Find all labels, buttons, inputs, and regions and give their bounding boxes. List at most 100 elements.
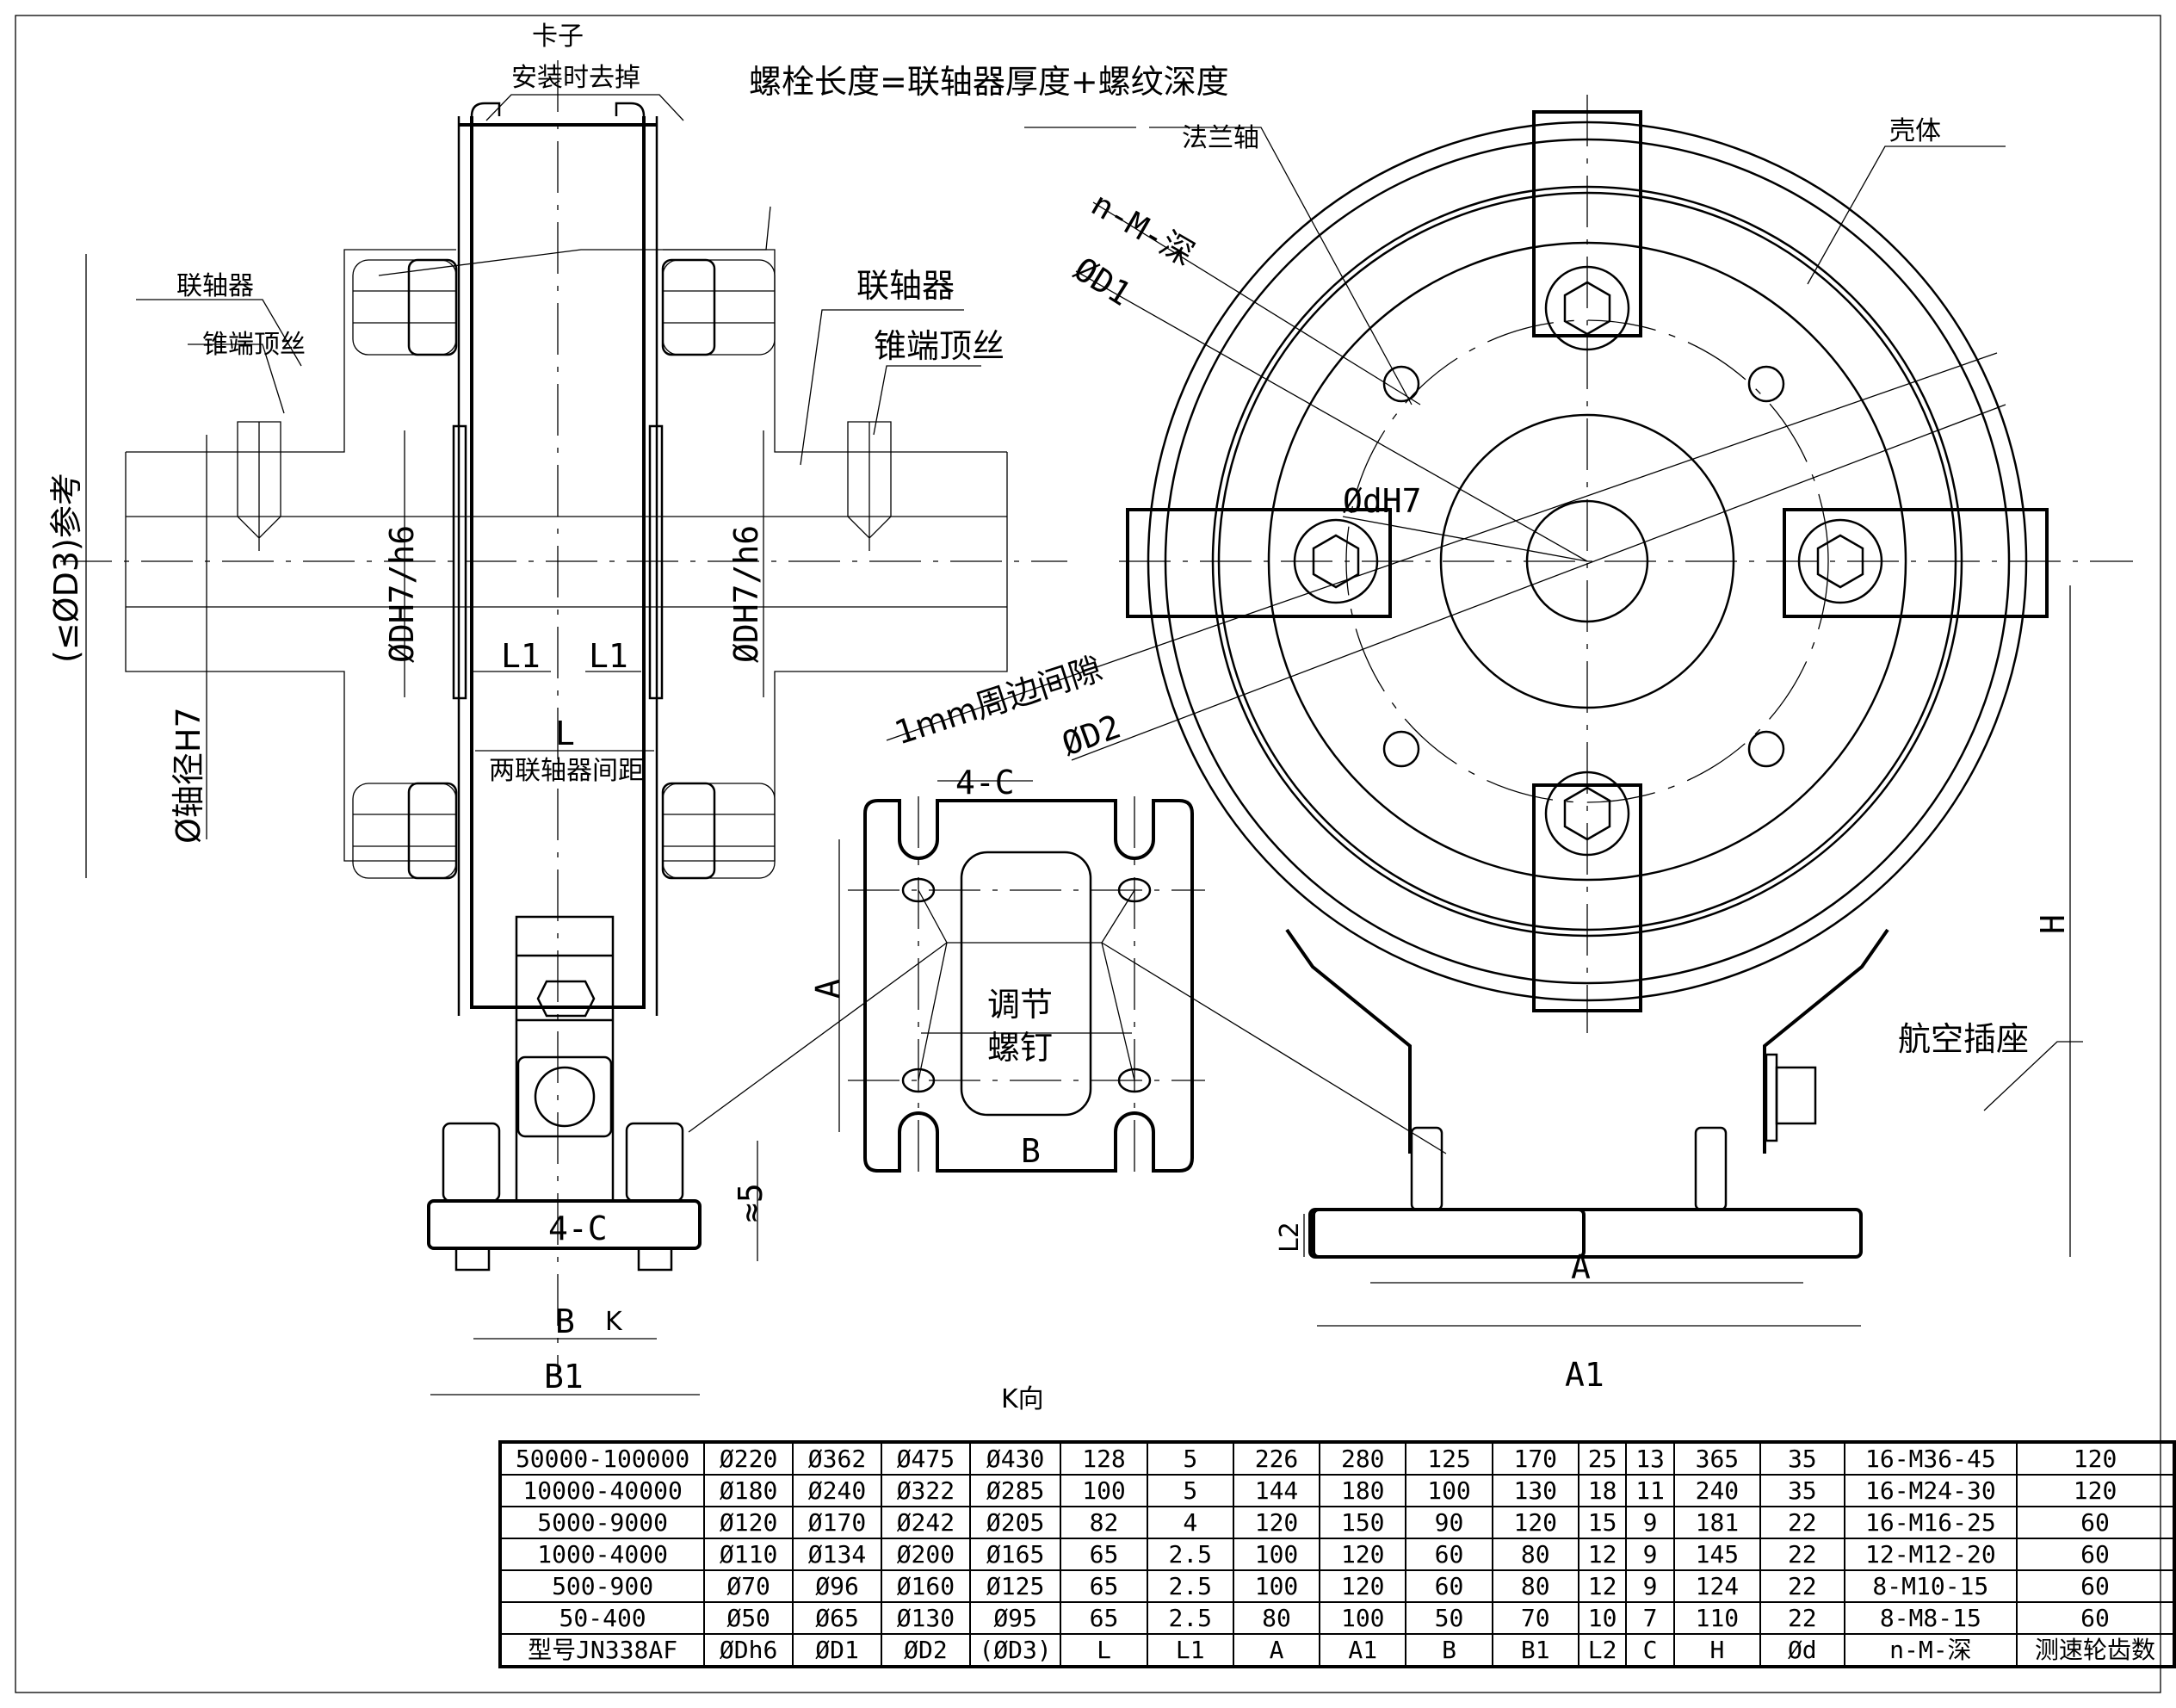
table-cell: 22 xyxy=(1759,1506,1845,1539)
table-cell: 280 xyxy=(1319,1441,1407,1476)
label-a-k: A xyxy=(809,979,847,999)
table-cell: B xyxy=(1405,1633,1493,1668)
label-adjust-screw-1: 调节 xyxy=(987,986,1053,1024)
table-cell: 365 xyxy=(1672,1441,1762,1476)
table-cell: 144 xyxy=(1232,1474,1321,1507)
flange-hole xyxy=(1747,730,1785,768)
setscrew-right xyxy=(847,421,892,551)
table-cell: L2 xyxy=(1577,1633,1628,1668)
label-l1-left: L1 xyxy=(501,637,541,675)
label-setscrew-right: 锥端顶丝 xyxy=(874,327,1005,365)
table-cell: B1 xyxy=(1491,1633,1579,1668)
table-cell: 8-M8-15 xyxy=(1843,1601,2018,1635)
flange-left xyxy=(452,424,467,700)
table-cell: 226 xyxy=(1232,1441,1321,1476)
table-cell: 65 xyxy=(1060,1538,1148,1571)
label-aviation-socket: 航空插座 xyxy=(1898,1020,2029,1058)
table-cell: 15 xyxy=(1577,1506,1628,1539)
table-cell: 10 xyxy=(1577,1601,1628,1635)
table-cell: 120 xyxy=(1232,1506,1321,1539)
table-cell: 12-M12-20 xyxy=(1843,1538,2018,1571)
table-cell: Ø242 xyxy=(880,1506,971,1539)
table-cell: 70 xyxy=(1491,1601,1579,1635)
label-bolt-formula: 螺栓长度=联轴器厚度+螺纹深度 xyxy=(749,63,1229,101)
base-plate-front xyxy=(1308,1208,1586,1259)
table-cell: Ø70 xyxy=(703,1569,794,1603)
label-h: H xyxy=(2034,914,2072,934)
table-cell: A1 xyxy=(1319,1633,1407,1668)
table-cell: 7 xyxy=(1625,1601,1675,1635)
adjust-nut-left xyxy=(1410,1126,1443,1211)
table-cell: Ø180 xyxy=(703,1474,794,1507)
connector-icon xyxy=(534,1066,596,1128)
bolt-bottom-right xyxy=(661,782,776,880)
label-housing: 壳体 xyxy=(1889,116,1941,146)
flange-hole xyxy=(1382,365,1420,403)
clamp-right xyxy=(1783,508,2049,618)
table-cell: Ø160 xyxy=(880,1569,971,1603)
table-cell: 50000-100000 xyxy=(498,1441,706,1476)
table-cell: 90 xyxy=(1405,1506,1493,1539)
label-dh7-left: ØDH7/h6 xyxy=(383,525,421,663)
table-cell: Ød xyxy=(1759,1633,1845,1668)
table-cell: Ø130 xyxy=(880,1601,971,1635)
table-cell: 124 xyxy=(1672,1569,1762,1603)
table-cell: 100 xyxy=(1405,1474,1493,1507)
label-clip-note: 安装时去掉 xyxy=(511,63,640,93)
table-cell: 120 xyxy=(1491,1506,1579,1539)
table-cell: 120 xyxy=(2016,1474,2175,1507)
table-cell: 181 xyxy=(1672,1506,1762,1539)
table-cell: 5 xyxy=(1146,1441,1234,1476)
table-cell: 120 xyxy=(1319,1538,1407,1571)
label-dh7-right: ØDH7/h6 xyxy=(727,525,765,663)
table-cell: 1000-4000 xyxy=(498,1538,706,1571)
label-b-side: B xyxy=(555,1303,575,1340)
label-coupling-gap: 两联轴器间距 xyxy=(489,756,644,786)
table-cell: 60 xyxy=(2016,1569,2175,1603)
table-cell: Ø134 xyxy=(792,1538,882,1571)
table-cell: Ø110 xyxy=(703,1538,794,1571)
label-a1: A1 xyxy=(1565,1356,1604,1394)
table-cell: 2.5 xyxy=(1146,1601,1234,1635)
table-cell: 500-900 xyxy=(498,1569,706,1603)
bolt-bottom-left xyxy=(352,782,458,880)
label-adjust-screw-2: 螺钉 xyxy=(987,1029,1053,1067)
pedestal xyxy=(1285,928,1889,1154)
base-plate-front-full xyxy=(1312,1208,1863,1259)
bolt-top-left xyxy=(352,258,458,356)
table-cell: 25 xyxy=(1577,1441,1628,1476)
table-cell: 18 xyxy=(1577,1474,1628,1507)
sensor-head xyxy=(515,915,615,1203)
label-k-view: K向 xyxy=(1001,1384,1044,1414)
label-a: A xyxy=(1571,1248,1591,1286)
table-cell: 50 xyxy=(1405,1601,1493,1635)
table-cell: 60 xyxy=(2016,1538,2175,1571)
label-l1-right: L1 xyxy=(589,637,628,675)
clip-outline xyxy=(457,116,658,1016)
flange-hole xyxy=(1747,365,1785,403)
label-setscrew-left: 锥端顶丝 xyxy=(202,330,306,360)
table-cell: Ø120 xyxy=(703,1506,794,1539)
table-cell: 11 xyxy=(1625,1474,1675,1507)
table-cell: 12 xyxy=(1577,1569,1628,1603)
label-coupling-left: 联轴器 xyxy=(176,271,254,301)
table-cell: Ø285 xyxy=(968,1474,1062,1507)
table-cell: ØD2 xyxy=(880,1633,971,1668)
table-cell: 130 xyxy=(1491,1474,1579,1507)
table-cell: 4 xyxy=(1146,1506,1234,1539)
coupling-left xyxy=(125,249,456,862)
label-approx5: ≈5 xyxy=(732,1183,770,1222)
table-cell: 145 xyxy=(1672,1538,1762,1571)
label-l: L xyxy=(555,715,575,752)
table-cell: Ø170 xyxy=(792,1506,882,1539)
table-cell: 12 xyxy=(1577,1538,1628,1571)
table-cell: 60 xyxy=(1405,1569,1493,1603)
table-cell: 180 xyxy=(1319,1474,1407,1507)
